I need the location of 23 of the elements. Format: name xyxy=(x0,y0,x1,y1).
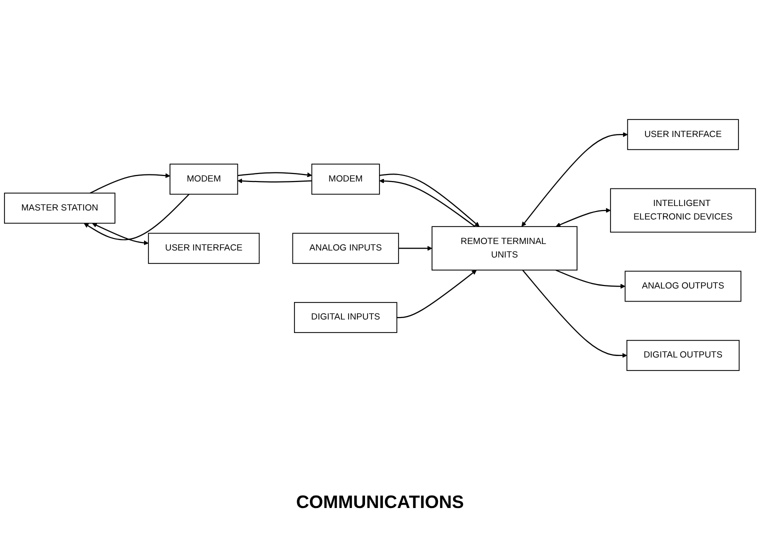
node-box: INTELLIGENT ELECTRONIC DEVICES xyxy=(610,188,756,233)
node-box: ANALOG INPUTS xyxy=(292,232,399,264)
arrow xyxy=(556,270,626,289)
node-box: USER INTERFACE xyxy=(627,119,739,150)
node-box: DIGITAL OUTPUTS xyxy=(626,340,740,371)
arrow xyxy=(522,132,628,227)
node-box: MODEM xyxy=(311,164,380,195)
node-box: DIGITAL INPUTS xyxy=(294,302,398,333)
node-box: REMOTE TERMINAL UNITS xyxy=(432,226,578,271)
node-box: MASTER STATION xyxy=(4,192,116,224)
arrow xyxy=(84,194,190,240)
arrow xyxy=(92,222,149,246)
section-label: COMMUNICATIONS xyxy=(296,492,464,512)
arrow xyxy=(522,270,628,358)
arrow xyxy=(556,208,611,228)
arrow xyxy=(90,173,170,194)
arrow xyxy=(398,246,432,251)
arrow xyxy=(396,270,477,318)
node-box: ANALOG OUTPUTS xyxy=(624,270,742,302)
node-box: USER INTERFACE xyxy=(148,232,260,264)
node-box: MODEM xyxy=(170,164,238,195)
arrow xyxy=(238,172,312,178)
arrow xyxy=(237,178,312,184)
